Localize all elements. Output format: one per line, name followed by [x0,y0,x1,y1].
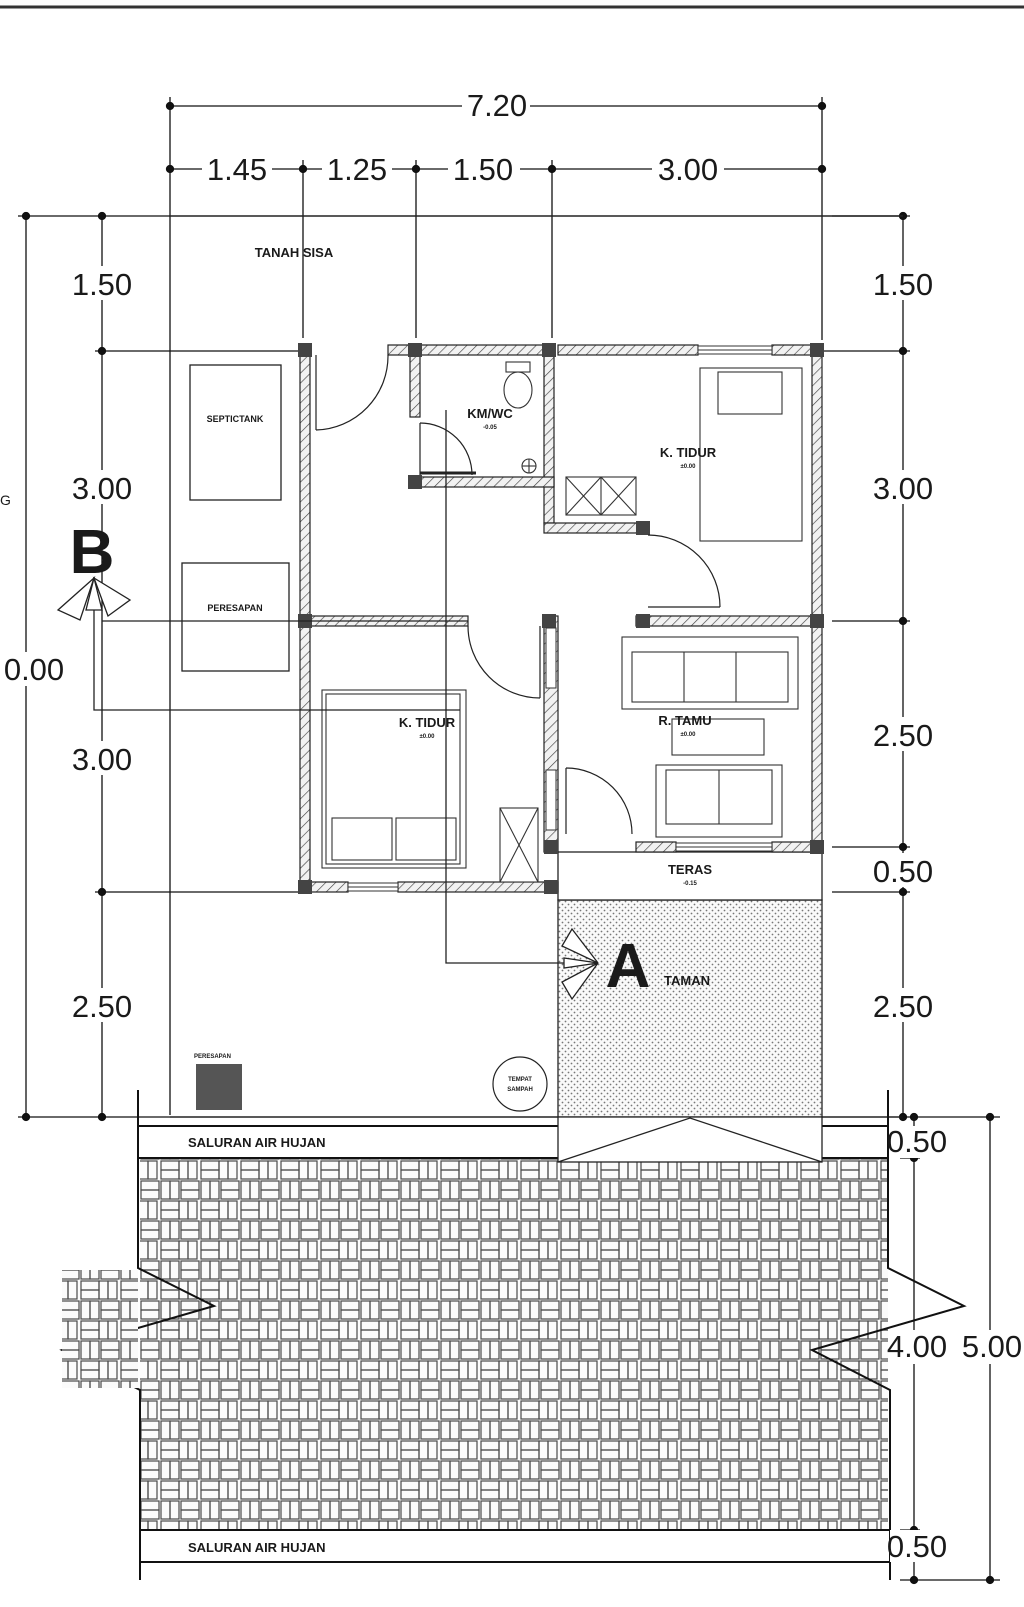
drain-top-label-bg [140,1128,558,1156]
dim-segment-4: 3.00 [658,152,718,187]
road-paving [140,1158,888,1530]
tamu-label: R. TAMU [658,713,711,728]
tidur-2-label: K. TIDUR [399,715,456,730]
furniture [321,361,803,883]
tempat-sampah [492,1056,548,1112]
drain-bottom-label: SALURAN AIR HUJAN [188,1540,325,1555]
dim-road-2: 4.00 [887,1329,947,1364]
dim-left-1: 1.50 [72,267,132,302]
teras-level: -0.15 [683,881,697,887]
drain-bottom-label-bg [142,1532,888,1560]
drain-top-label: SALURAN AIR HUJAN [188,1135,325,1150]
top-dimensions [165,97,827,1115]
dim-segment-1: 1.45 [207,152,267,187]
doors [315,354,721,835]
tidur-2-level: ±0.00 [420,734,436,740]
dim-right-3: 2.50 [873,718,933,753]
kmwc-label: KM/WC [467,406,513,421]
tidur-1-label: K. TIDUR [660,445,717,460]
dim-left-3: 3.00 [72,742,132,777]
dim-segment-2: 1.25 [327,152,387,187]
dim-segment-3: 1.50 [453,152,513,187]
peresapan-small-label: PERESAPAN [194,1054,231,1060]
section-a-marker [561,927,599,1001]
dim-left-cut-text: G [0,492,11,508]
right-dimensions [822,211,910,1122]
taman-area [557,899,823,1118]
road-left-mask [62,1270,138,1388]
peresapan [181,562,290,672]
kmwc-level: -0.05 [483,425,497,431]
dim-road-total: 5.00 [962,1329,1022,1364]
dim-right-4: 0.50 [873,854,933,889]
dim-right-1: 1.50 [873,267,933,302]
peresapan-label: PERESAPAN [207,603,262,613]
tidur-1-level: ±0.00 [681,464,697,470]
septictank [189,364,282,501]
dim-total-width: 7.20 [467,88,527,123]
section-b-label: B [70,518,115,587]
windows [347,345,773,892]
tempat-sampah-label-2: SAMPAH [507,1087,533,1093]
dim-road-3: 0.50 [887,1529,947,1564]
peresapan-small [196,1064,242,1110]
section-b-marker [56,575,132,621]
dim-left-total: 0.00 [4,652,64,687]
septictank-label: SEPTICTANK [207,414,264,424]
section-a-label: A [606,932,651,1001]
gate [557,1116,823,1163]
taman-label: TAMAN [664,973,710,988]
tamu-level: ±0.00 [681,732,697,738]
dim-road-1: 0.50 [887,1124,947,1159]
teras-area [557,851,823,901]
dim-left-2: 3.00 [72,471,132,506]
dim-left-4: 2.50 [72,989,132,1024]
teras-label: TERAS [668,862,712,877]
dim-right-5: 2.50 [873,989,933,1024]
tanah-sisa-label: TANAH SISA [255,245,334,260]
section-lines [93,410,596,964]
dim-right-2: 3.00 [873,471,933,506]
tempat-sampah-label-1: TEMPAT [508,1077,532,1083]
